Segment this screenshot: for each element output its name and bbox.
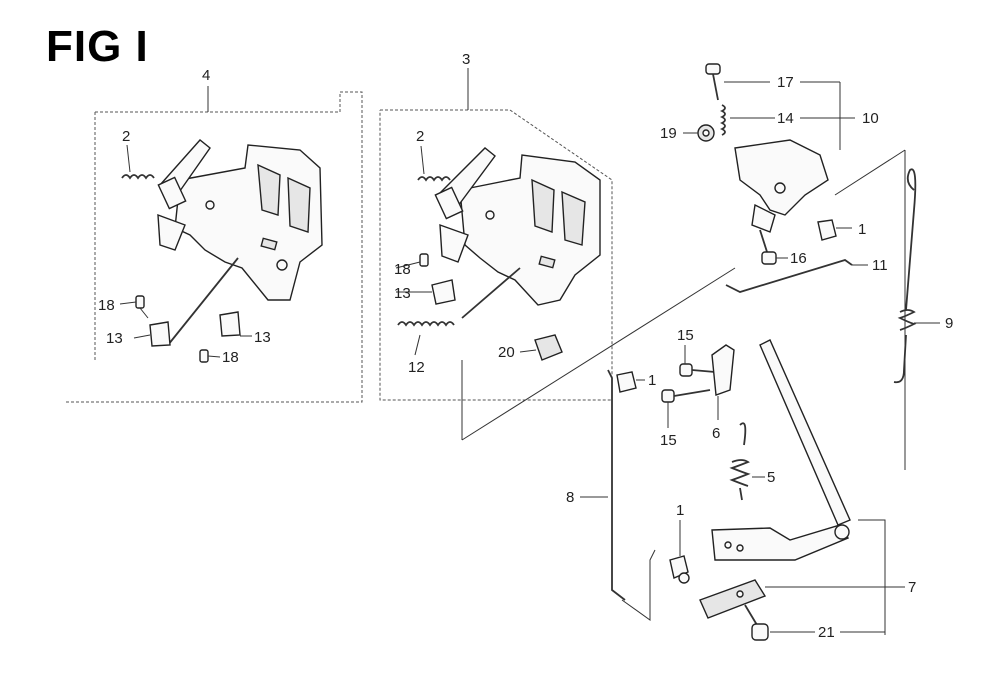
spring-14 [719, 104, 726, 136]
control-base-plate-3 [434, 147, 601, 319]
screw-18c [419, 253, 429, 267]
figure-title: FIG I [46, 22, 149, 71]
callout-1a: 1 [858, 221, 866, 238]
lever-6 [711, 344, 735, 396]
spring-2b [417, 176, 451, 182]
assembly-3-frame [379, 68, 613, 401]
callout-8: 8 [566, 489, 574, 506]
callout-18c: 18 [394, 261, 411, 278]
screw-18a [135, 295, 149, 319]
screw-15a [679, 363, 716, 377]
callout-7: 7 [908, 579, 916, 596]
callout-1b: 1 [648, 372, 656, 389]
rod-8 [607, 369, 626, 601]
callout-9: 9 [945, 315, 953, 332]
screw-18b [199, 349, 209, 363]
callout-4: 4 [202, 67, 210, 84]
callout-6: 6 [712, 425, 720, 442]
bracket-7 [699, 524, 850, 619]
clip-1b [616, 371, 637, 393]
callout-2a: 2 [122, 128, 130, 145]
callout-5: 5 [767, 469, 775, 486]
callout-18a: 18 [98, 297, 115, 314]
bolt-21 [744, 604, 769, 641]
screw-15b [661, 389, 711, 403]
bolt-16 [759, 229, 777, 265]
callout-13a: 13 [106, 330, 123, 347]
governor-lever-long [759, 339, 851, 526]
spring-5 [729, 422, 751, 501]
callout-12: 12 [408, 359, 425, 376]
nut-20 [534, 334, 563, 361]
clip-13a [149, 321, 171, 347]
clip-13b [219, 311, 241, 337]
callout-11: 11 [872, 257, 888, 274]
spring-12 [397, 321, 455, 327]
callout-2b: 2 [416, 128, 424, 145]
callout-18b: 18 [222, 349, 239, 366]
link-line [834, 149, 906, 196]
assembly-4-frame [65, 86, 363, 403]
callout-13b: 13 [254, 329, 271, 346]
callout-10: 10 [862, 110, 879, 127]
clip-13c [431, 279, 456, 305]
link-line [461, 267, 736, 441]
leader-lines [119, 81, 940, 633]
rod-11 [725, 259, 853, 293]
clip-1c [669, 555, 690, 584]
callout-16: 16 [790, 250, 807, 267]
callout-1c: 1 [676, 502, 684, 519]
control-base-plate-4 [157, 139, 323, 346]
link-line [858, 519, 886, 635]
spring-9 [893, 168, 917, 384]
callout-3: 3 [462, 51, 470, 68]
bolt-17 [705, 63, 721, 101]
callout-13c: 13 [394, 285, 411, 302]
governor-arm-10 [734, 139, 829, 233]
spring-2a [121, 174, 155, 180]
callout-17: 17 [777, 74, 794, 91]
callout-15a: 15 [677, 327, 694, 344]
clip-1a [817, 219, 837, 241]
callout-15b: 15 [660, 432, 677, 449]
callout-21: 21 [818, 624, 835, 641]
link-line [621, 549, 656, 621]
callout-14: 14 [777, 110, 794, 127]
washer-19 [697, 124, 715, 142]
callout-20: 20 [498, 344, 515, 361]
callout-19: 19 [660, 125, 677, 142]
